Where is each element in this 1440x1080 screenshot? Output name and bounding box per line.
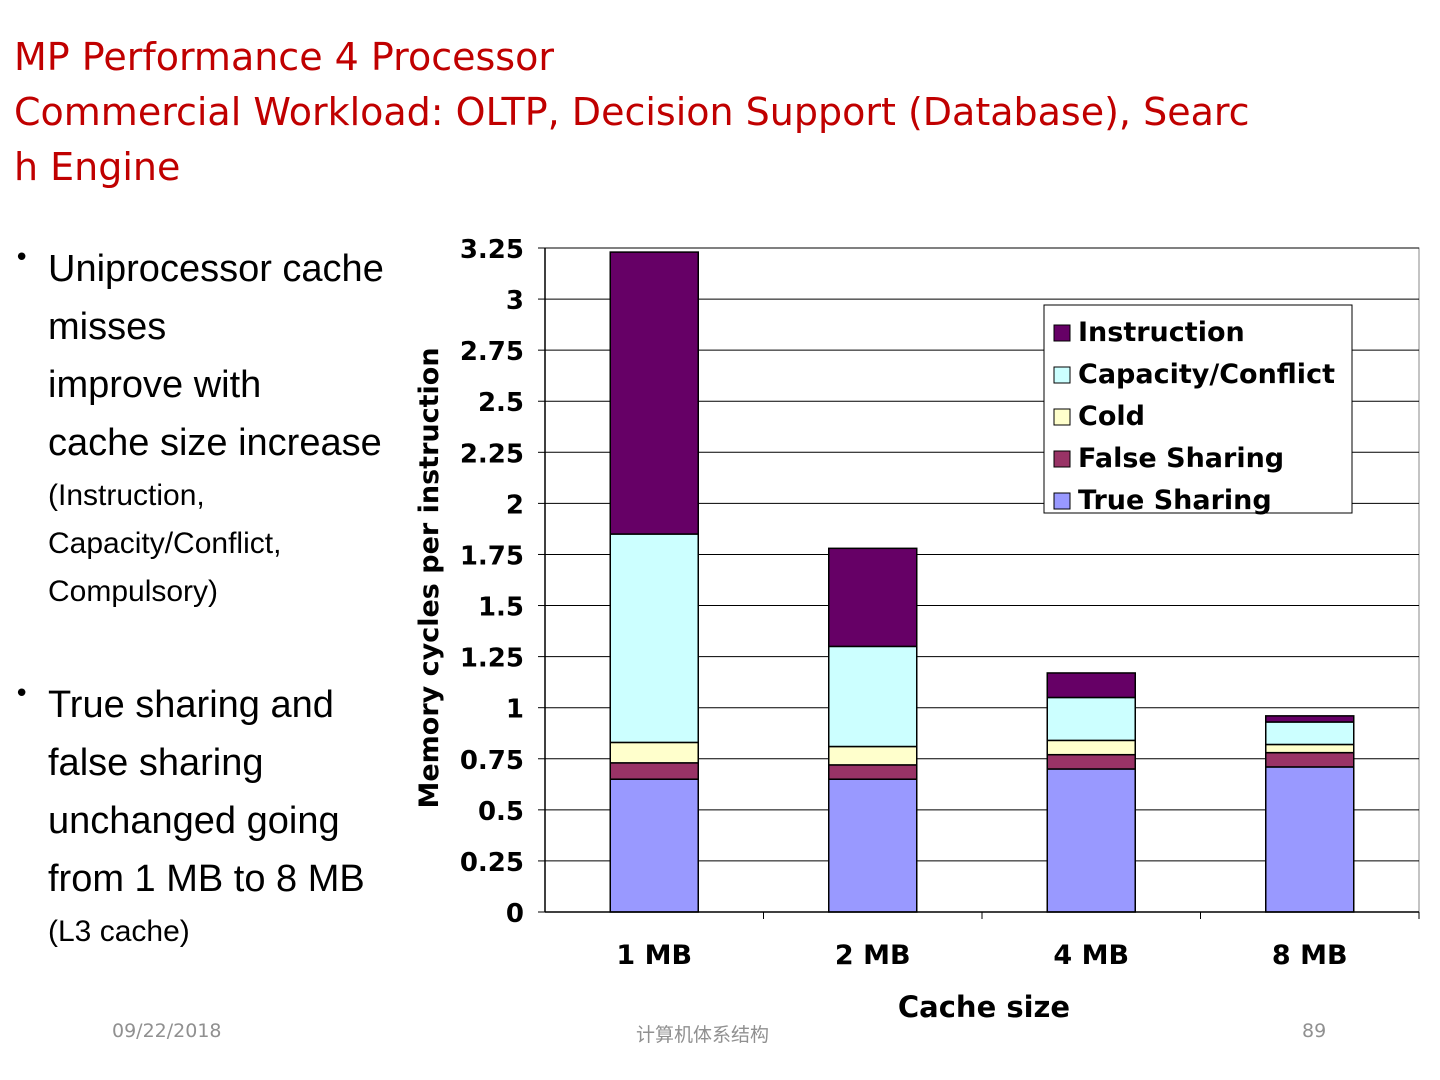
x-tick-label: 1 MB: [616, 940, 692, 971]
legend-label: Cold: [1078, 401, 1145, 432]
bar-segment: [1265, 721, 1355, 746]
bullet-note: Capacity/Conflict,: [48, 527, 282, 560]
bar-segment: [828, 764, 918, 780]
bar-segment: [1046, 768, 1136, 913]
bullet-dot-icon: •: [14, 243, 30, 273]
y-tick-label: 0: [506, 899, 524, 929]
legend-label: Instruction: [1078, 317, 1245, 348]
bullet-item: • True sharing and false sharing unchang…: [14, 676, 444, 956]
y-tick-label: 3.25: [460, 235, 524, 265]
bar-segment: [828, 547, 918, 648]
x-tick-label: 8 MB: [1272, 940, 1348, 971]
x-tick-label: 2 MB: [835, 940, 911, 971]
footer-date: 09/22/2018: [112, 1020, 222, 1042]
bar-segment: [1265, 751, 1355, 768]
bullet-dot-icon: •: [14, 679, 30, 709]
title-line: h Engine: [14, 145, 181, 189]
y-tick-label: 1: [506, 695, 524, 725]
legend-swatch: [1053, 408, 1071, 426]
y-tick-label: 3: [506, 286, 524, 316]
legend-box: [1043, 304, 1353, 514]
slide-title: MP Performance 4 Processor Commercial Wo…: [14, 30, 1424, 195]
bullet-text: improve with: [48, 364, 262, 406]
title-line: MP Performance 4 Processor: [14, 35, 554, 79]
bullet-text: from 1 MB to 8 MB: [48, 858, 365, 900]
y-tick-label: 2.75: [460, 337, 524, 367]
bullet-text: cache size increase: [48, 422, 382, 464]
bullet-note: (Instruction,: [48, 479, 205, 512]
bar-segment: [609, 778, 699, 913]
bullet-text: false sharing: [48, 742, 264, 784]
bar-segment: [1046, 696, 1136, 742]
bullet-text: misses: [48, 306, 167, 348]
bullet-text: Uniprocessor cache: [48, 248, 384, 290]
legend-swatch: [1053, 450, 1071, 468]
bar-segment: [1265, 766, 1355, 913]
legend-label: Capacity/Conflict: [1078, 359, 1335, 390]
bar-segment: [609, 762, 699, 780]
bar-segment: [828, 745, 918, 766]
y-tick-label: 0.5: [478, 797, 524, 827]
bar-segment: [1046, 672, 1136, 699]
bar-segment: [1265, 743, 1355, 754]
legend-label: False Sharing: [1078, 443, 1284, 474]
y-tick-label: 2: [506, 490, 524, 520]
bullet-text: True sharing and: [48, 684, 334, 726]
bar-segment: [1046, 753, 1136, 770]
bar-segment: [1046, 739, 1136, 756]
bars: [609, 251, 1355, 913]
legend-swatch: [1053, 366, 1071, 384]
bullet-item: • Uniprocessor cache misses improve with…: [14, 240, 444, 616]
y-tick-label: 0.25: [460, 848, 524, 878]
bullet-text: unchanged going: [48, 800, 340, 842]
bar-segment: [609, 741, 699, 764]
y-axis-title: Memory cycles per instruction: [414, 347, 445, 808]
legend-label: True Sharing: [1078, 485, 1272, 516]
y-tick-label: 1.5: [478, 593, 524, 623]
y-tick-label: 1.75: [460, 541, 524, 571]
y-tick-label: 2.5: [478, 388, 524, 418]
bar-segment: [609, 251, 699, 535]
y-tick-label: 0.75: [460, 746, 524, 776]
bar-segment: [609, 533, 699, 744]
footer-page-number: 89: [1302, 1020, 1327, 1042]
bar-segment: [828, 645, 918, 748]
x-tick-label: 4 MB: [1053, 940, 1129, 971]
bullet-note: (L3 cache): [48, 915, 190, 948]
bullet-note: Compulsory): [48, 575, 219, 608]
x-axis-title: Cache size: [898, 990, 1070, 1024]
legend-swatch: [1053, 324, 1071, 342]
bullet-list: • Uniprocessor cache misses improve with…: [14, 240, 444, 956]
title-line: Commercial Workload: OLTP, Decision Supp…: [14, 90, 1250, 134]
legend-swatch: [1053, 492, 1071, 510]
bar-segment: [828, 778, 918, 913]
bar-segment: [1265, 715, 1355, 723]
axes: 0 0.25 0.5 0.75 1 1.25 1.5 1.75 2 2.25 2.5 2.75 3 3.2…: [460, 235, 1420, 971]
footer-course: 计算机体系结构: [636, 1024, 770, 1046]
y-tick-label: 2.25: [460, 439, 524, 469]
y-tick-label: 1.25: [460, 644, 524, 674]
